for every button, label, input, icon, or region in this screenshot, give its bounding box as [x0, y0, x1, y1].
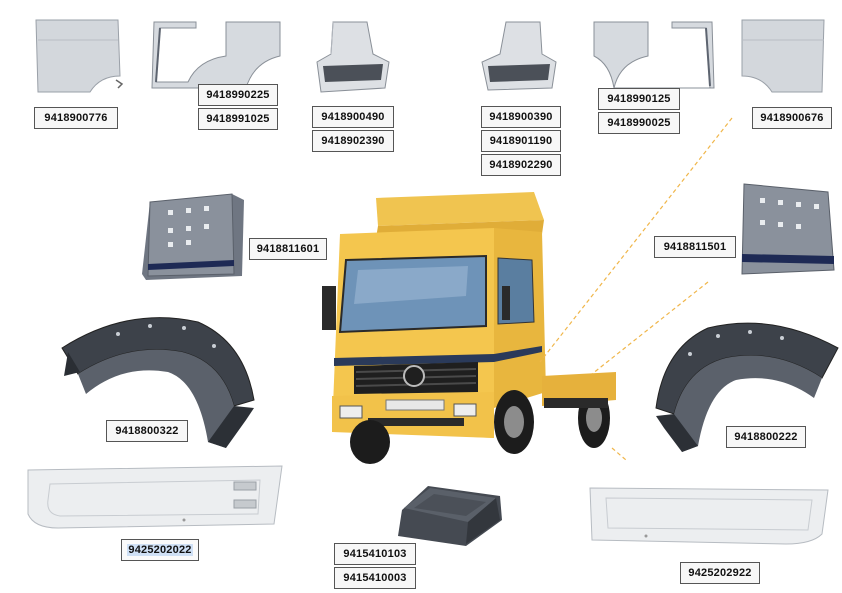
battery-cover-image	[394, 480, 506, 550]
step-right-image	[478, 18, 558, 94]
part-number-label: 9418990025	[598, 112, 680, 134]
side-panel-left-image	[140, 190, 246, 284]
fender-left-image	[58, 312, 258, 452]
part-number-label: 9418900490	[312, 106, 394, 128]
part-number-label: 9415410003	[334, 567, 416, 589]
part-number-label: 9425202922	[680, 562, 760, 584]
part-number-label: 9418811501	[654, 236, 736, 258]
door-frame-left-image	[146, 16, 286, 92]
door-panel-left-image	[30, 14, 125, 94]
part-number-label: 9418902390	[312, 130, 394, 152]
part-number-label: 9418990225	[198, 84, 278, 106]
part-number-label: 9418800322	[106, 420, 188, 442]
side-skirt-right-image	[586, 484, 832, 546]
part-number-label: 9425202022	[121, 539, 199, 561]
part-number-label: 9415410103	[334, 543, 416, 565]
part-number-label: 9418901190	[481, 130, 561, 152]
side-skirt-left-image	[24, 462, 286, 532]
side-panel-right-image	[738, 182, 838, 278]
step-left-image	[315, 18, 395, 98]
part-number-label: 9418902290	[481, 154, 561, 176]
truck-image	[318, 186, 618, 466]
fender-right-image	[652, 318, 842, 456]
part-number-label: 9418900776	[34, 107, 118, 129]
part-number-label: 9418800222	[726, 426, 806, 448]
door-frame-right-image	[590, 16, 716, 92]
part-number-label: 9418990125	[598, 88, 680, 110]
part-number-label: 9418811601	[249, 238, 327, 260]
part-number-label: 9418900676	[752, 107, 832, 129]
part-number-label: 9418900390	[481, 106, 561, 128]
part-number-label: 9418991025	[198, 108, 278, 130]
door-panel-right-image	[738, 14, 830, 94]
